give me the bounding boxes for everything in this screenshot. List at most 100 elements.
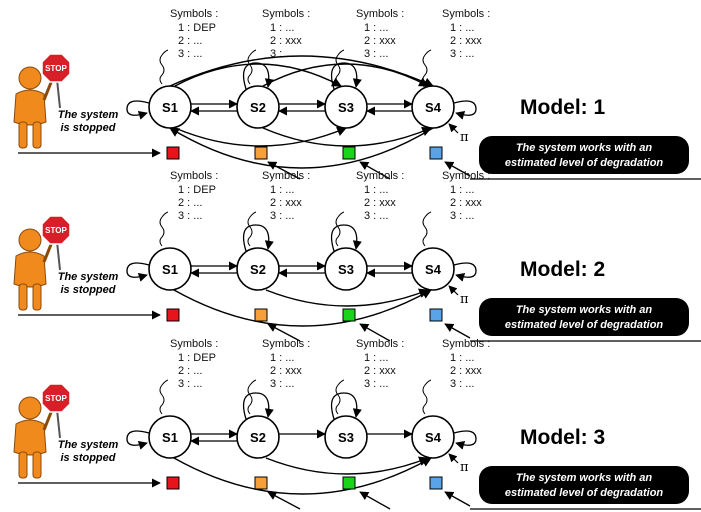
self-loop-s3 — [330, 224, 362, 252]
symbol-line: 2 : ... — [178, 35, 202, 47]
symbols-header: Symbols : — [442, 170, 490, 182]
wavy-emission-icon — [247, 379, 257, 415]
symbol-line: 1 : ... — [364, 352, 388, 364]
state-color-square-s3 — [342, 146, 356, 160]
connector-s3 — [359, 491, 391, 510]
symbol-line: 1 : DEP — [178, 184, 216, 196]
system-stopped-line-2: is stopped — [60, 284, 115, 296]
state-color-square-s4 — [429, 146, 443, 160]
state-node-s4 — [411, 415, 455, 459]
degradation-badge — [479, 298, 689, 336]
symbol-line: 2 : xxx — [450, 197, 482, 209]
self-loop-s2 — [242, 224, 274, 252]
symbol-line: 3 : ... — [270, 210, 294, 222]
wavy-emission-icon — [159, 379, 169, 415]
degradation-text-line-2: estimated level of degradation — [505, 487, 664, 499]
symbols-header: Symbols : — [170, 8, 218, 20]
stop-sign-person-icon: STOP — [13, 215, 71, 311]
symbol-line: 2 : xxx — [450, 35, 482, 47]
connector-s4 — [444, 161, 471, 177]
degradation-connectors — [267, 491, 701, 510]
wavy-emission-icon — [159, 49, 169, 85]
state-node-s1 — [148, 415, 192, 459]
state-node-s4 — [411, 85, 455, 129]
degradation-connectors — [267, 161, 701, 180]
system-stopped-line-2: is stopped — [60, 452, 115, 464]
state-color-square-s4 — [429, 476, 443, 490]
symbols-header: Symbols : — [262, 338, 310, 350]
transitions — [126, 224, 477, 327]
state-node-s2 — [236, 247, 280, 291]
self-loop-s3 — [330, 392, 362, 420]
symbol-line: 3 : ... — [270, 48, 294, 60]
symbols-header: Symbols : — [442, 338, 490, 350]
symbol-line: 2 : xxx — [364, 197, 396, 209]
initial-distribution-label: π — [460, 460, 469, 475]
initial-distribution-arrow — [448, 123, 459, 134]
system-stopped-line-1: The system — [58, 439, 119, 451]
symbol-line: 2 : ... — [178, 197, 202, 209]
initial-distribution-arrow — [448, 285, 459, 296]
stop-sign-text: STOP — [45, 64, 67, 73]
state-color-square-s1 — [166, 308, 180, 322]
wavy-emission-icon — [335, 379, 345, 415]
model-title: Model: 2 — [520, 258, 605, 281]
self-loop-s1 — [126, 262, 150, 282]
edge-s2-s4-top — [262, 63, 429, 87]
symbol-line: 2 : ... — [178, 365, 202, 377]
symbols-header: Symbols : — [170, 170, 218, 182]
state-label-s2: S2 — [250, 430, 266, 445]
symbol-line: 1 : DEP — [178, 352, 216, 364]
connector-s3 — [359, 161, 391, 180]
state-label-s4: S4 — [425, 100, 442, 115]
state-color-square-s2 — [254, 476, 268, 490]
state-label-s1: S1 — [162, 262, 178, 277]
stop-sign-octagon — [41, 53, 71, 83]
state-label-s3: S3 — [338, 100, 354, 115]
state-color-square-s3 — [342, 476, 356, 490]
symbols-header: Symbols : — [356, 8, 404, 20]
symbol-line: 3 : ... — [450, 210, 474, 222]
connector-s4 — [444, 491, 471, 507]
stop-sign-text: STOP — [45, 394, 67, 403]
state-label-s3: S3 — [338, 430, 354, 445]
symbols-header: Symbols : — [356, 338, 404, 350]
self-loop-s4 — [453, 262, 477, 282]
self-loop-s1 — [126, 100, 150, 120]
state-color-square-s4 — [429, 308, 443, 322]
wavy-emission-icon — [335, 211, 345, 247]
connector-s2 — [267, 161, 301, 180]
wavy-emission-icon — [335, 49, 345, 85]
degradation-badge — [479, 136, 689, 174]
wavy-emission-icon — [422, 379, 432, 415]
symbol-line: 2 : xxx — [270, 197, 302, 209]
symbol-line: 3 : ... — [450, 378, 474, 390]
initial-distribution-label: π — [460, 292, 469, 307]
wavy-emission-icon — [159, 211, 169, 247]
wavy-emission-icon — [247, 211, 257, 247]
degradation-text-line-2: estimated level of degradation — [505, 319, 664, 331]
edge-s1-s4-bottom — [173, 289, 432, 327]
edge-s2-s4-bottom — [265, 288, 429, 307]
connector-s2 — [267, 491, 301, 510]
symbols-header: Symbols : — [442, 8, 490, 20]
symbol-line: 2 : xxx — [450, 365, 482, 377]
symbol-line: 1 : ... — [450, 22, 474, 34]
degradation-badge — [479, 466, 689, 504]
wavy-emission-icon — [247, 49, 257, 85]
state-label-s4: S4 — [425, 430, 442, 445]
wavy-emission-icon — [422, 211, 432, 247]
state-color-square-s3 — [342, 308, 356, 322]
model-title: Model: 3 — [520, 426, 605, 449]
connector-s4 — [444, 323, 471, 339]
initial-distribution-arrow — [448, 453, 459, 464]
stop-sign-person-icon: STOP — [13, 53, 71, 149]
